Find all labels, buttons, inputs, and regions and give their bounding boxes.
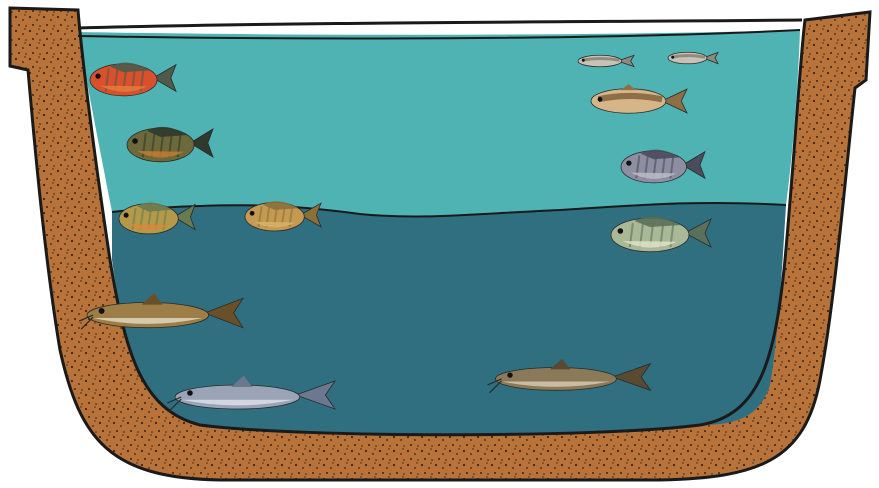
water-surface-line (78, 20, 802, 28)
